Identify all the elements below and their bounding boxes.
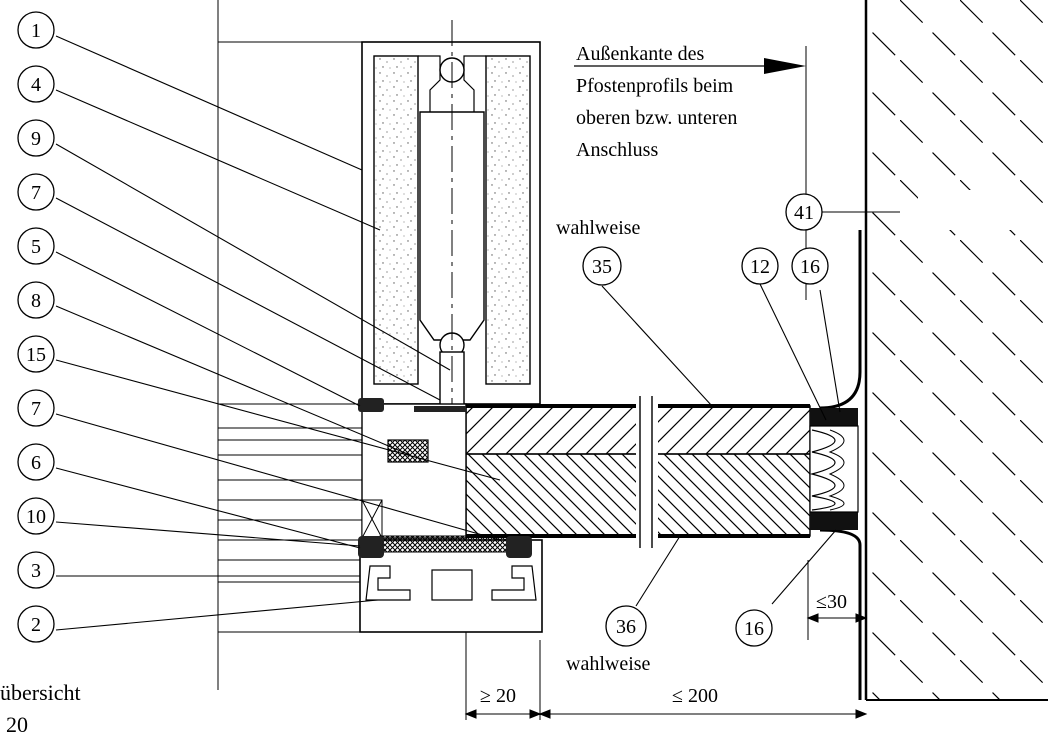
mullion-profile-upper	[361, 20, 541, 600]
note-edge-line1: Außenkante des	[576, 43, 705, 65]
joint-seal	[809, 408, 859, 530]
leader-lines	[55, 35, 900, 631]
callout-circles	[17, 11, 829, 647]
callout-15: 15	[26, 344, 46, 366]
callout-6: 6	[31, 452, 41, 474]
callout-2: 2	[31, 614, 41, 636]
dim-max-200: ≤ 200	[672, 685, 718, 707]
callout-35: 35	[592, 256, 612, 278]
callout-7-lower: 7	[31, 398, 41, 420]
callout-8: 8	[31, 290, 41, 312]
construction-lines	[217, 0, 809, 720]
callout-16-lower: 16	[744, 618, 764, 640]
fragment-scale: 20	[6, 712, 28, 733]
note-edge-line2: Pfostenprofils beim	[576, 75, 734, 97]
note-optional-bottom: wahlweise	[566, 653, 651, 675]
callout-36: 36	[616, 616, 636, 638]
dim-min-20: ≥ 20	[480, 685, 516, 707]
note-optional-top: wahlweise	[556, 217, 641, 239]
dimension-lines	[464, 613, 868, 719]
dim-max-30: ≤30	[816, 591, 847, 613]
callout-4: 4	[31, 74, 41, 96]
callout-12: 12	[750, 256, 770, 278]
pressure-strip	[358, 535, 543, 633]
wall-section	[864, 0, 1048, 701]
membrane-line	[819, 230, 862, 700]
glazing-region	[358, 398, 467, 539]
callout-7-upper: 7	[31, 182, 41, 204]
callout-1: 1	[31, 20, 41, 42]
callout-9: 9	[31, 128, 41, 150]
note-edge-line3: oberen bzw. unteren	[576, 107, 737, 129]
note-edge-line4: Anschluss	[576, 139, 658, 161]
fragment-overview: übersicht	[0, 680, 81, 705]
callout-3: 3	[31, 560, 41, 582]
callout-16-upper: 16	[800, 256, 820, 278]
sandwich-panel	[465, 396, 811, 548]
callout-41: 41	[794, 202, 814, 224]
callout-5: 5	[31, 236, 41, 258]
edge-arrow	[574, 58, 806, 74]
callout-10: 10	[26, 506, 46, 528]
